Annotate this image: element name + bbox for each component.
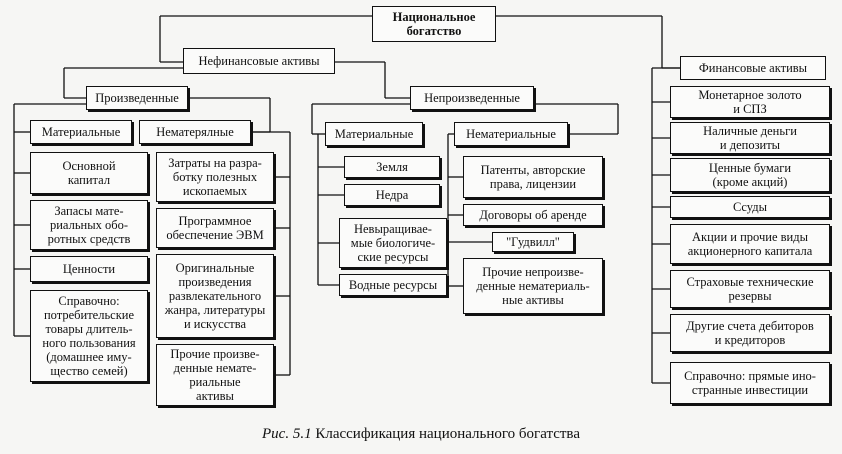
root-box: Национальное богатство bbox=[372, 6, 496, 42]
produced-material-item: Ценности bbox=[30, 256, 148, 282]
nonproduced-nonmaterial-item: Патенты, авторские права, лицензии bbox=[463, 156, 603, 198]
financial-asset-item: Ценные бумаги (кроме акций) bbox=[670, 158, 830, 192]
nonproduced-nonmaterial-item: Прочие непроизве- денные нематериаль- ны… bbox=[463, 258, 603, 314]
produced-nonmaterial-item: Оригинальные произведения развлекательно… bbox=[156, 254, 274, 338]
nonproduced-box: Непроизведенные bbox=[410, 86, 534, 110]
produced-nonmaterial-box: Нематерялные bbox=[139, 120, 251, 144]
financial-asset-item: Справочно: прямые ино- странные инвестиц… bbox=[670, 362, 830, 404]
financial-assets-box: Финансовые активы bbox=[680, 56, 826, 80]
financial-asset-item: Акции и прочие виды акционерного капитал… bbox=[670, 224, 830, 264]
produced-material-item: Справочно: потребительские товары длител… bbox=[30, 290, 148, 382]
nonfinancial-assets-box: Нефинансовые активы bbox=[183, 48, 335, 74]
nonproduced-nonmaterial-box: Нематериальные bbox=[454, 122, 568, 146]
financial-asset-item: Монетарное золото и СПЗ bbox=[670, 86, 830, 118]
financial-asset-item: Ссуды bbox=[670, 196, 830, 218]
produced-nonmaterial-item: Прочие произве- денные немате- риальные … bbox=[156, 344, 274, 406]
produced-material-box: Материальные bbox=[30, 120, 132, 144]
nonproduced-material-item: Невыращивае- мые биологиче- ские ресурсы bbox=[339, 218, 447, 268]
financial-asset-item: Страховые технические резервы bbox=[670, 270, 830, 308]
figure-caption: Рис. 5.1 Классификация национального бог… bbox=[0, 426, 842, 443]
nonproduced-nonmaterial-item: Договоры об аренде bbox=[463, 204, 603, 226]
produced-nonmaterial-item: Затраты на разра- ботку полезных ископае… bbox=[156, 152, 274, 202]
produced-box: Произведенные bbox=[86, 86, 188, 110]
nonproduced-material-item: Земля bbox=[344, 156, 440, 178]
figure-title: Классификация национального богатства bbox=[311, 426, 580, 442]
financial-asset-item: Другие счета дебиторов и кредиторов bbox=[670, 314, 830, 352]
figure-number: Рис. 5.1 bbox=[262, 426, 312, 442]
financial-asset-item: Наличные деньги и депозиты bbox=[670, 122, 830, 154]
produced-material-item: Запасы мате- риальных обо- ротных средст… bbox=[30, 200, 148, 250]
nonproduced-material-box: Материальные bbox=[325, 122, 423, 146]
nonproduced-material-item: Недра bbox=[344, 184, 440, 206]
produced-material-item: Основной капитал bbox=[30, 152, 148, 194]
nonproduced-material-item: Водные ресурсы bbox=[339, 274, 447, 296]
nonproduced-nonmaterial-item: "Гудвилл" bbox=[492, 232, 574, 252]
produced-nonmaterial-item: Программное обеспечение ЭВМ bbox=[156, 208, 274, 248]
